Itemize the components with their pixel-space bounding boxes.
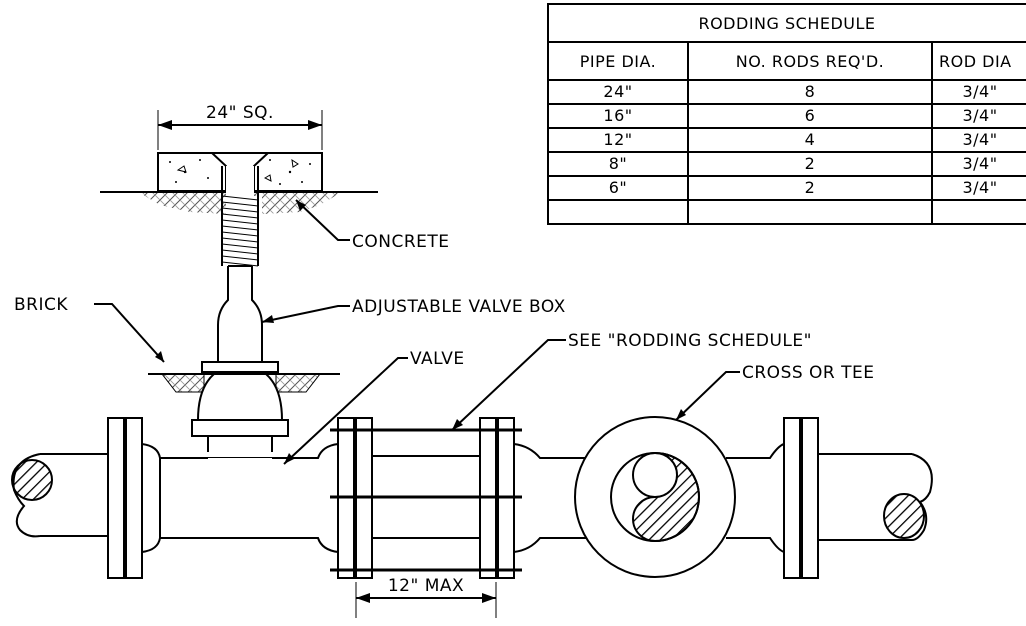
cell-pipe-dia: 16" [603, 106, 632, 125]
table-title: RODDING SCHEDULE [698, 14, 875, 33]
cell-no-rods: 2 [805, 178, 816, 197]
header-rod-dia: ROD DIA [939, 52, 1012, 71]
pipe-section-left [11, 459, 53, 501]
pipe-section-right [883, 493, 925, 539]
cell-pipe-dia: 24" [603, 82, 632, 101]
pipeline [11, 416, 933, 579]
cell-pipe-dia: 12" [603, 130, 632, 149]
flange-left-2 [125, 417, 143, 579]
valve-box-label: ADJUSTABLE VALVE BOX [352, 297, 566, 317]
flange-right-2 [801, 417, 819, 579]
dim-24-sq-label: 24" SQ. [206, 103, 274, 123]
header-no-rods: NO. RODS REQ'D. [736, 52, 884, 71]
flange-left-1 [107, 417, 125, 579]
valve-label: VALVE [410, 349, 465, 369]
cell-no-rods: 4 [805, 130, 816, 149]
cell-pipe-dia: 6" [609, 178, 628, 197]
dim-12-max-label: 12" MAX [388, 576, 464, 596]
concrete-label: CONCRETE [352, 232, 450, 252]
rodding-schedule-table: RODDING SCHEDULE PIPE DIA. NO. RODS REQ'… [547, 3, 1026, 225]
cross-tee-label: CROSS OR TEE [742, 363, 875, 383]
cell-rod-dia: 3/4" [962, 106, 997, 125]
screw-thread [221, 195, 259, 267]
cell-pipe-dia: 8" [609, 154, 628, 173]
see-schedule-label: SEE "RODDING SCHEDULE" [568, 331, 812, 351]
cell-no-rods: 8 [805, 82, 816, 101]
cell-rod-dia: 3/4" [962, 178, 997, 197]
cell-no-rods: 2 [805, 154, 816, 173]
leaders: CONCRETE BRICK ADJUSTABLE VALVE BOX VALV… [14, 199, 875, 465]
header-pipe-dia: PIPE DIA. [580, 52, 657, 71]
cell-rod-dia: 3/4" [962, 130, 997, 149]
cell-rod-dia: 3/4" [962, 154, 997, 173]
flange-right-1 [783, 417, 801, 579]
brick-label: BRICK [14, 295, 68, 315]
cell-no-rods: 6 [805, 106, 816, 125]
valve-box-assembly: 24" SQ. [100, 103, 378, 452]
dim-12-max: 12" MAX [355, 576, 497, 618]
cell-rod-dia: 3/4" [962, 82, 997, 101]
